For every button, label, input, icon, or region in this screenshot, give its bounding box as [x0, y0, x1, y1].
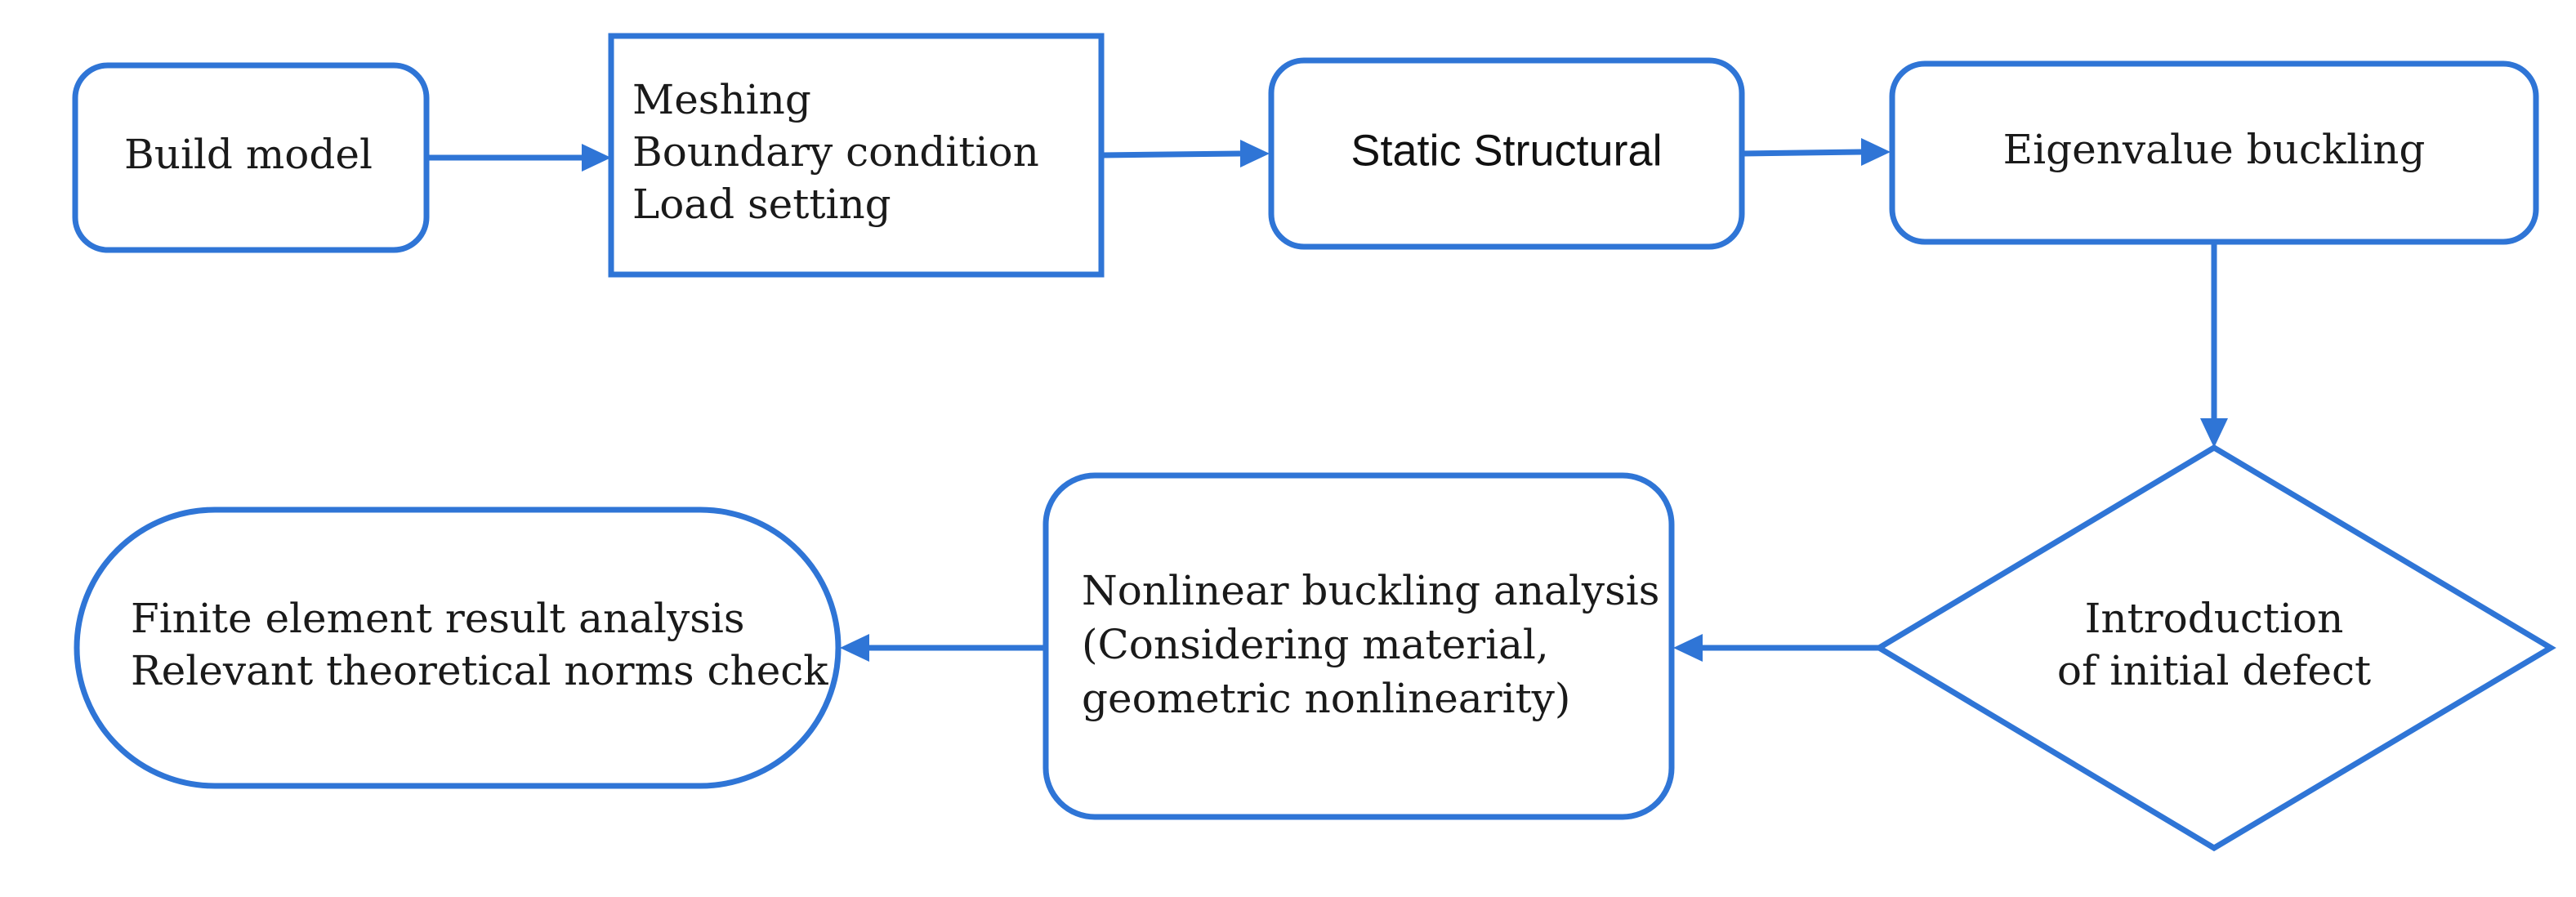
arrowhead-meshing-to-static: [1240, 140, 1270, 167]
nonlinear-buckling-label-line-2: (Considering material,: [1082, 621, 1549, 668]
static-structural-label: Static Structural: [1351, 126, 1662, 175]
initial-defect-label-line-1: Introduction: [2085, 595, 2344, 642]
edge-static-to-eigen: [1741, 149, 1862, 157]
node-build-model: Build model: [72, 62, 430, 253]
node-static-structural: Static Structural: [1268, 57, 1745, 250]
static-structural-box: [1268, 57, 1745, 250]
edges: [426, 138, 2228, 662]
build-model-label-line-1: Build model: [124, 131, 373, 178]
build-model-label: Build model: [124, 131, 373, 178]
meshing-box: [608, 33, 1105, 278]
static-structural-label-line-1: Static Structural: [1351, 126, 1662, 175]
meshing-label-line-2: Boundary condition: [632, 128, 1039, 176]
meshing-label-line-3: Load setting: [632, 181, 891, 228]
arrowhead-static-to-eigen: [1861, 138, 1891, 166]
eigenvalue-buckling-label: Eigenvalue buckling: [2003, 126, 2426, 173]
result-analysis-terminator: [74, 507, 842, 789]
nonlinear-buckling-label-line-1: Nonlinear buckling analysis: [1082, 567, 1659, 614]
arrowhead-nonlinear-to-result: [840, 634, 869, 662]
node-eigenvalue-buckling: Eigenvalue buckling: [1889, 60, 2539, 245]
arrowhead-build-to-meshing: [582, 144, 611, 172]
edge-meshing-to-static: [1100, 150, 1241, 158]
node-nonlinear-buckling: Nonlinear buckling analysis (Considering …: [1042, 472, 1675, 820]
nonlinear-buckling-box: [1042, 472, 1675, 820]
nonlinear-buckling-label-line-3: geometric nonlinearity): [1082, 675, 1570, 722]
nonlinear-buckling-label: Nonlinear buckling analysis (Considering …: [1082, 567, 1659, 722]
eigenvalue-buckling-box: [1889, 60, 2539, 245]
arrowhead-eigen-to-defect: [2200, 418, 2228, 448]
arrowhead-defect-to-nonlinear: [1673, 634, 1703, 662]
eigenvalue-buckling-label-line-1: Eigenvalue buckling: [2003, 126, 2426, 173]
meshing-label-line-1: Meshing: [632, 76, 811, 123]
initial-defect-label-line-2: of initial defect: [2057, 647, 2371, 694]
node-initial-defect: Introduction of initial defect: [1873, 444, 2556, 852]
result-analysis-label-line-2: Relevant theoretical norms check: [131, 647, 828, 694]
initial-defect-label: Introduction of initial defect: [2057, 595, 2371, 694]
initial-defect-diamond: [1873, 444, 2556, 852]
build-model-box: [72, 62, 430, 253]
result-analysis-label-line-1: Finite element result analysis: [131, 595, 745, 642]
